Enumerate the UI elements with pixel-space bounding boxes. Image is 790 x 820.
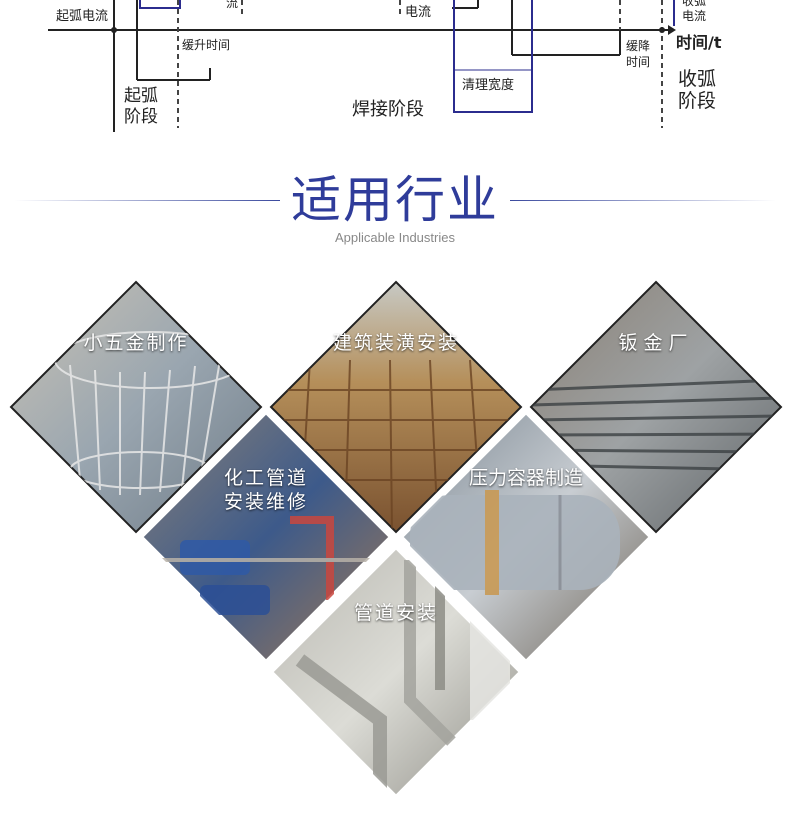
label-current: 电流 bbox=[405, 5, 431, 20]
welding-process-diagram: 起弧电流 流 电流 收弧 电流 时间/t 缓升时间 缓降 时间 清理宽度 起弧 … bbox=[48, 0, 722, 132]
label-ramp-down-bottom: 时间 bbox=[626, 55, 650, 69]
section-title: 适用行业 bbox=[291, 171, 499, 229]
industry-tile-pressure-vessel[interactable] bbox=[398, 409, 654, 665]
label-arc-end-stage-bottom: 阶段 bbox=[678, 90, 716, 112]
label-arc-start-stage-top: 起弧 bbox=[124, 86, 158, 106]
industry-label-pressure-vessel: 压力容器制造 bbox=[468, 467, 583, 489]
time-axis-arrow bbox=[668, 25, 676, 35]
label-arc-start-stage-bottom: 阶段 bbox=[124, 107, 158, 127]
title-divider-left bbox=[14, 200, 280, 201]
section-subtitle: Applicable Industries bbox=[335, 230, 455, 245]
industry-label-pipe-installation: 管道安装 bbox=[353, 602, 438, 624]
label-ramp-up-time: 缓升时间 bbox=[182, 38, 230, 52]
label-arc-end-current-top: 收弧 bbox=[682, 0, 706, 8]
industry-label-chemical-pipeline-1: 化工管道 bbox=[223, 467, 308, 489]
node-dot bbox=[111, 27, 117, 33]
title-divider-right bbox=[510, 200, 776, 201]
clean-width-box bbox=[453, 0, 533, 113]
industry-label-sheet-metal: 钣金厂 bbox=[618, 332, 694, 354]
label-arc-end-stage-top: 收弧 bbox=[678, 68, 716, 90]
label-clean-width: 清理宽度 bbox=[462, 77, 514, 93]
label-arc-start-current: 起弧电流 bbox=[56, 9, 108, 24]
industry-tile-chemical-pipeline[interactable] bbox=[138, 409, 394, 665]
label-ramp-down-top: 缓降 bbox=[626, 39, 650, 53]
industry-label-hardware: 小五金制作 bbox=[83, 332, 189, 354]
label-welding-stage: 焊接阶段 bbox=[352, 99, 424, 120]
node-dot bbox=[659, 27, 665, 33]
label-time-axis: 时间/t bbox=[676, 33, 722, 52]
industry-tile-sheet-metal[interactable] bbox=[529, 280, 783, 534]
current-waveform bbox=[139, 0, 181, 9]
label-arc-end-current-bottom: 电流 bbox=[682, 9, 706, 23]
industry-tile-construction[interactable] bbox=[269, 280, 523, 534]
label-flow-fragment: 流 bbox=[226, 0, 238, 10]
industry-label-construction: 建筑装潢安装 bbox=[332, 332, 459, 354]
industry-label-chemical-pipeline-2: 安装维修 bbox=[223, 491, 308, 513]
